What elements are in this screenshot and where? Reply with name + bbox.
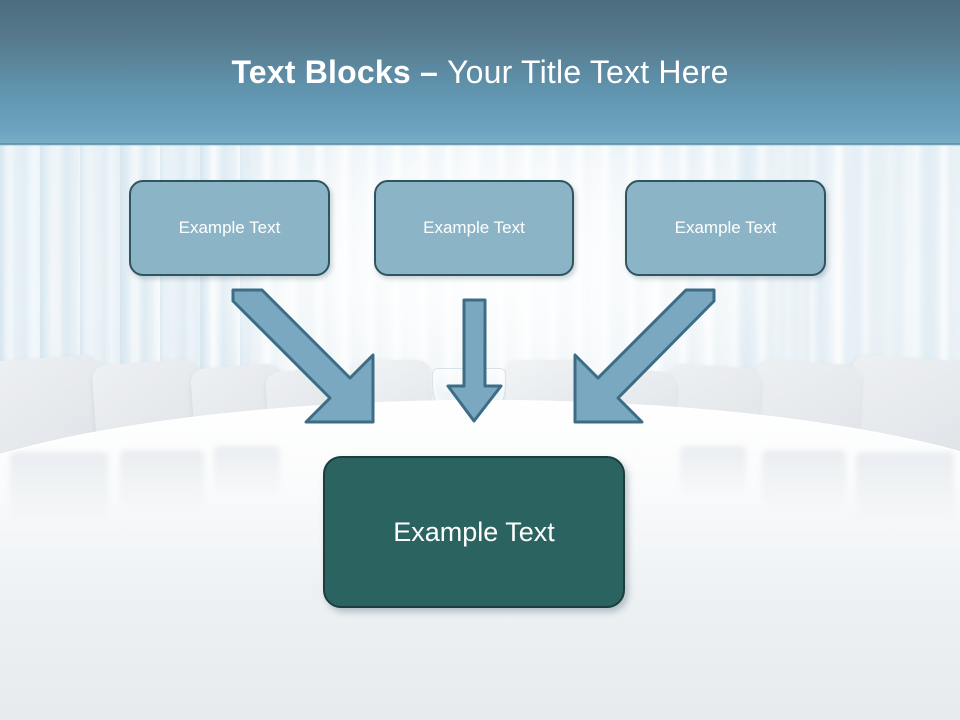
text-block-3[interactable]: Example Text xyxy=(625,180,826,276)
text-block-1[interactable]: Example Text xyxy=(129,180,330,276)
table-reflection-left-2 xyxy=(120,450,204,512)
text-block-main[interactable]: Example Text xyxy=(323,456,625,608)
page-title-rest: Your Title Text Here xyxy=(447,54,729,90)
text-block-3-label: Example Text xyxy=(674,218,777,237)
table-reflection-right-3 xyxy=(680,446,746,496)
table-reflection-right-1 xyxy=(856,452,954,524)
text-block-main-label: Example Text xyxy=(393,516,555,547)
page-title-dash: – xyxy=(419,54,438,90)
text-block-2[interactable]: Example Text xyxy=(374,180,574,276)
header-underline xyxy=(0,143,960,146)
table-reflection-left-3 xyxy=(214,446,280,496)
table-reflection-right-2 xyxy=(762,450,846,512)
text-block-1-label: Example Text xyxy=(178,218,281,237)
page-title-strong: Text Blocks xyxy=(231,54,411,90)
header-band xyxy=(0,0,960,145)
page-title: Text Blocks – Your Title Text Here xyxy=(0,52,960,92)
text-block-2-label: Example Text xyxy=(423,218,525,237)
table-reflection-left-1 xyxy=(10,452,108,524)
